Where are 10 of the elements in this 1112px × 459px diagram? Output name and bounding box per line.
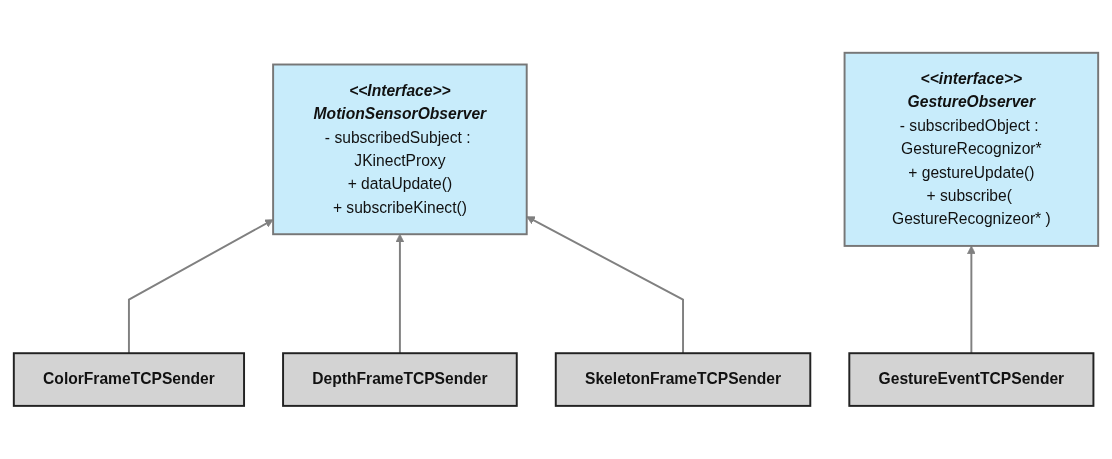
node-box: GestureEventTCPSender [848, 352, 1095, 407]
node-box: DepthFrameTCPSender [282, 352, 518, 407]
node-box: <<interface>> GestureObserver - subscribedObject : GestureRecognizor* + gestureUpdate() + subscribe( GestureRecognizeor* ) [843, 52, 1100, 248]
node-box: <<Interface>> MotionSensorObserver - subscribedSubject : JKinectProxy + dataUpdate() + subscribeKinect() [272, 63, 528, 236]
node-box: ColorFrameTCPSender [12, 352, 246, 407]
arrow [395, 234, 405, 355]
arrow [127, 219, 274, 355]
arrow [967, 245, 976, 355]
arrow [526, 216, 684, 355]
node-box: SkeletonFrameTCPSender [554, 352, 812, 407]
